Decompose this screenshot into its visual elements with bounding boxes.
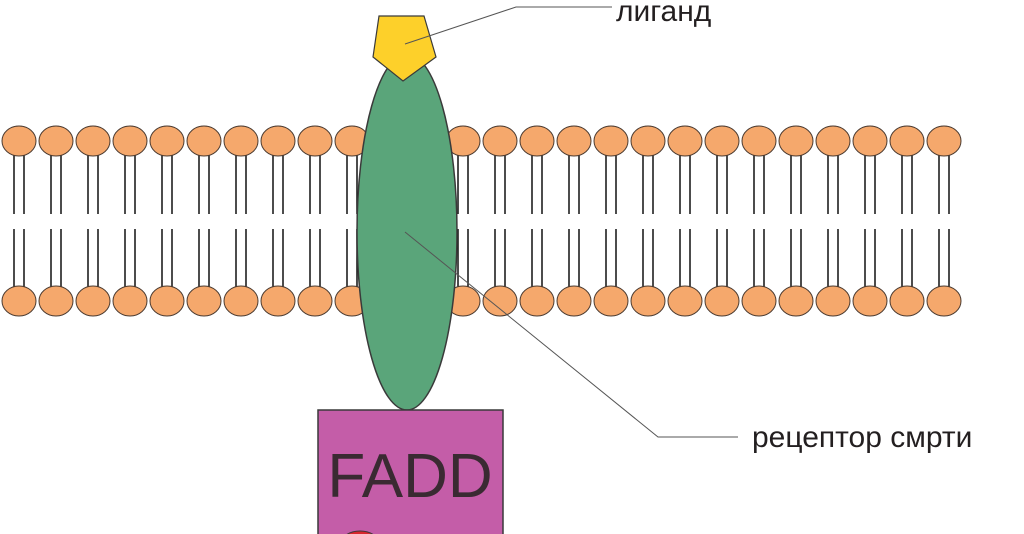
lipid-head-lower — [223, 285, 259, 317]
death-receptor-shape — [356, 53, 458, 411]
lipid-head-lower — [667, 285, 703, 317]
lipid-head-lower — [186, 285, 222, 317]
lipid-head-lower — [556, 285, 592, 317]
lipid-head-lower — [112, 285, 148, 317]
lipid-head-lower — [38, 285, 74, 317]
lipid-head-lower — [75, 285, 111, 317]
lipid-head-upper — [556, 125, 592, 157]
lipid-head-upper — [223, 125, 259, 157]
lipid-head-upper — [889, 125, 925, 157]
lipid-head-upper — [112, 125, 148, 157]
lipid-head-upper — [482, 125, 518, 157]
lipid-head-lower — [1, 285, 37, 317]
lipid-head-lower — [593, 285, 629, 317]
lipid-head-lower — [149, 285, 185, 317]
fadd-adaptor-box — [317, 409, 504, 534]
ligand-pentagon-shape — [372, 15, 437, 82]
lipid-head-upper — [1, 125, 37, 157]
lipid-head-lower — [260, 285, 296, 317]
partial-red-shape — [346, 530, 374, 534]
lipid-head-upper — [667, 125, 703, 157]
lipid-head-upper — [852, 125, 888, 157]
lipid-head-lower — [815, 285, 851, 317]
lipid-head-lower — [926, 285, 962, 317]
lipid-head-lower — [704, 285, 740, 317]
lipid-head-lower — [889, 285, 925, 317]
lipid-head-upper — [593, 125, 629, 157]
lipid-head-upper — [297, 125, 333, 157]
lipid-head-lower — [630, 285, 666, 317]
fadd-label: FADD — [327, 442, 492, 511]
ligand-leader-line — [404, 6, 612, 45]
lipid-head-upper — [38, 125, 74, 157]
lipid-head-lower — [778, 285, 814, 317]
lipid-head-lower — [482, 285, 518, 317]
lipid-head-lower — [297, 285, 333, 317]
lipid-head-upper — [519, 125, 555, 157]
lipid-head-lower — [852, 285, 888, 317]
lipid-head-upper — [75, 125, 111, 157]
lipid-head-lower — [519, 285, 555, 317]
death-receptor-label: рецептор смрти — [752, 421, 972, 454]
lipid-head-upper — [926, 125, 962, 157]
lipid-bilayer-membrane — [1, 125, 962, 317]
lipid-head-upper — [149, 125, 185, 157]
death-receptor-leader-line — [404, 231, 738, 438]
lipid-head-upper — [815, 125, 851, 157]
lipid-head-upper — [630, 125, 666, 157]
ligand-label: лиганд — [616, 0, 711, 28]
lipid-head-upper — [186, 125, 222, 157]
lipid-head-upper — [704, 125, 740, 157]
lipid-head-upper — [741, 125, 777, 157]
lipid-head-upper — [260, 125, 296, 157]
lipid-head-upper — [778, 125, 814, 157]
lipid-head-lower — [741, 285, 777, 317]
